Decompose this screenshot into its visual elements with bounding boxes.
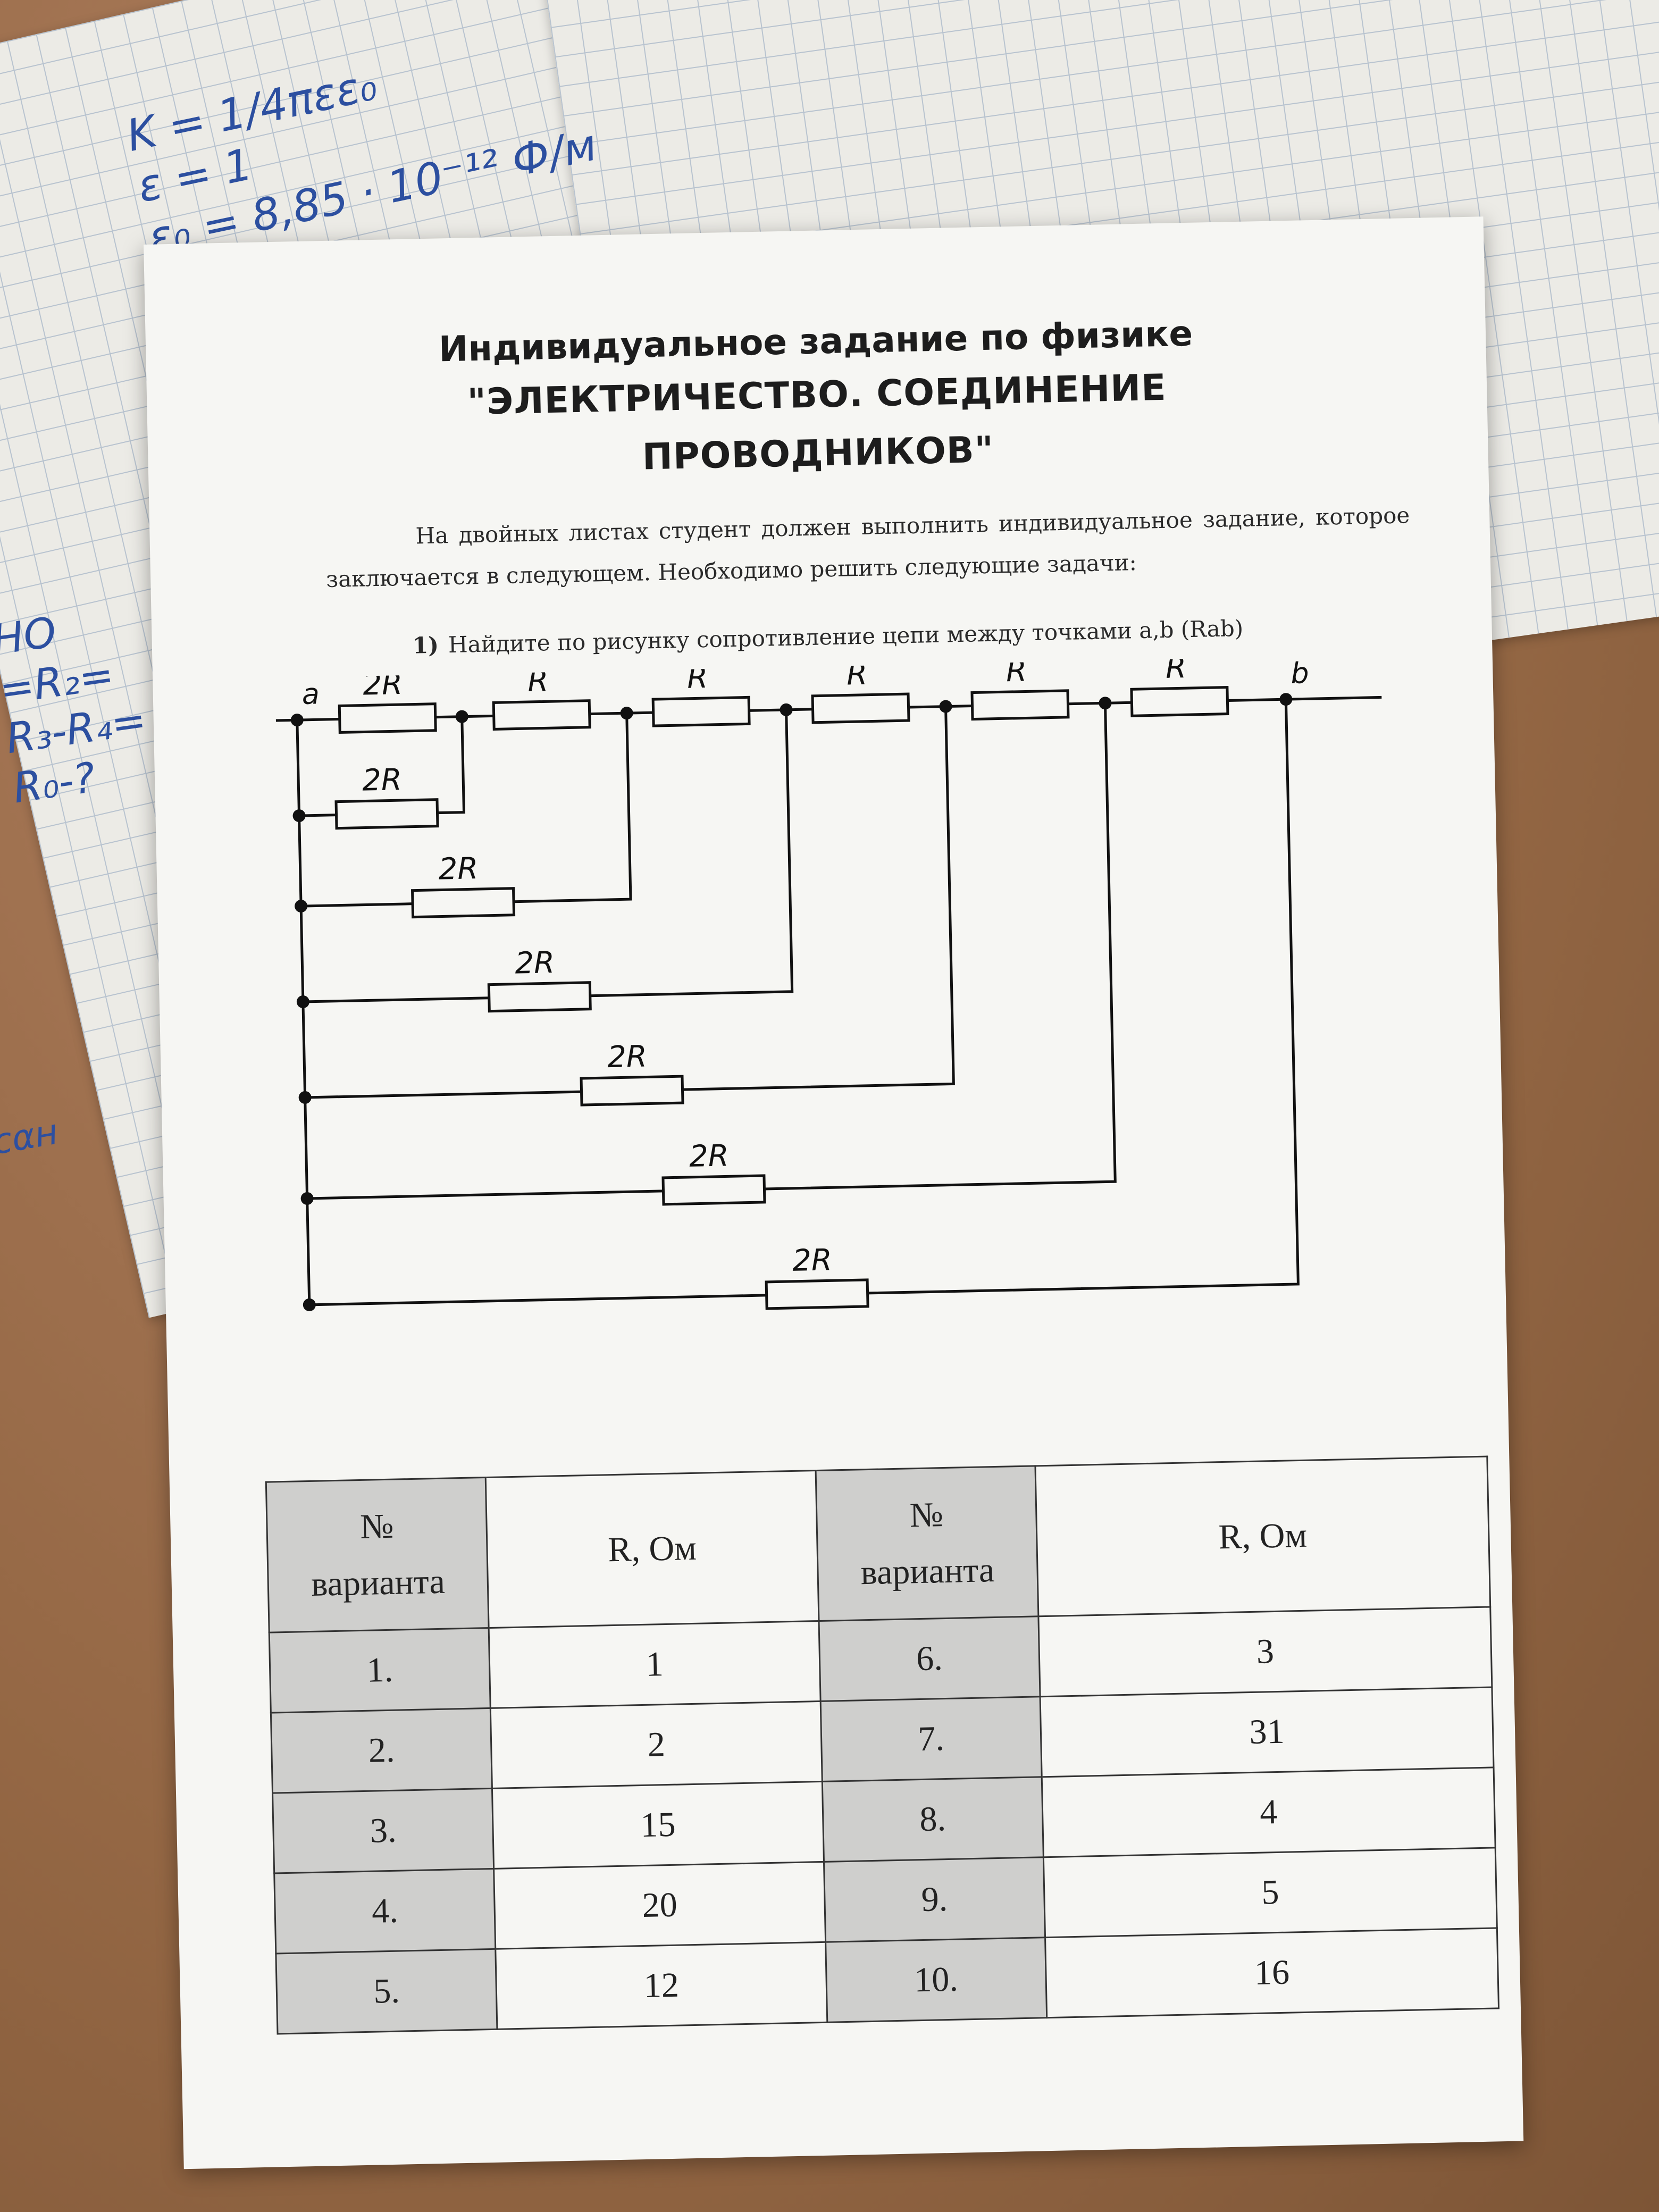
variant-number: 5. [275, 1949, 498, 2034]
branch-label-3: 2R [515, 945, 555, 981]
branch-label-2: 2R [438, 851, 479, 887]
resistance-value: 20 [494, 1862, 826, 1949]
branch-resistor-6 [765, 1278, 869, 1310]
series-resistor-1 [338, 702, 437, 734]
header-r-left: R, Ом [485, 1470, 819, 1628]
series-label-2: R [527, 664, 549, 699]
resistance-value: 15 [492, 1781, 824, 1869]
branch-resistor-1 [334, 798, 439, 830]
variant-number: 3. [272, 1788, 495, 1874]
resistance-value: 12 [496, 1942, 827, 2030]
task-text: Найдите по рисунку сопротивление цепи ме… [448, 615, 1244, 658]
series-resistor-4 [811, 692, 910, 724]
branch-label-5: 2R [689, 1138, 729, 1174]
task-1: 1) Найдите по рисунку сопротивление цепи … [412, 615, 1243, 659]
resistance-value: 1 [489, 1621, 820, 1708]
variant-number: 10. [825, 1937, 1047, 2023]
header-variant-left: № варианта [266, 1477, 489, 1633]
branch-label-4: 2R [607, 1040, 648, 1075]
resistance-value: 3 [1038, 1607, 1492, 1697]
series-label-1: 2R [363, 667, 403, 702]
resistance-value: 16 [1045, 1928, 1499, 2018]
series-label-3: R [687, 660, 708, 696]
node-b-label: b [1291, 656, 1310, 690]
table-header-row: № варианта R, Ом № варианта R, Ом [266, 1456, 1490, 1633]
variant-number: 8. [822, 1777, 1044, 1862]
branch-label-6: 2R [792, 1243, 833, 1278]
variant-number: 7. [820, 1696, 1042, 1782]
assignment-sheet: Индивидуальное задание по физике "ЭЛЕКТР… [144, 216, 1524, 2169]
series-label-6: R [1165, 654, 1186, 685]
document-subtitle-line2: ПРОВОДНИКОВ" [642, 429, 994, 479]
handwritten-notes: HO =R₂= R₃-R₄= R₀-? [0, 608, 149, 813]
series-label-5: R [1006, 654, 1027, 689]
branch-resistor-4 [580, 1075, 684, 1107]
branch-resistor-3 [487, 981, 592, 1013]
resistance-value: 31 [1040, 1687, 1494, 1777]
left-bus-wire [296, 720, 311, 1305]
node-a-dot [290, 714, 304, 727]
variant-number: 4. [274, 1869, 496, 1954]
node-b-dot [1279, 693, 1293, 706]
branch-label-1: 2R [362, 763, 403, 798]
series-label-4: R [847, 657, 868, 692]
node-a-label: a [301, 677, 320, 711]
branch-resistor-5 [661, 1174, 766, 1206]
header-r-right: R, Ом [1035, 1456, 1490, 1616]
header-variant-right: № варианта [815, 1465, 1038, 1621]
resistance-value: 4 [1042, 1767, 1496, 1857]
series-resistor-6 [1130, 685, 1229, 717]
variant-number: 2. [271, 1708, 492, 1794]
variant-number: 6. [818, 1616, 1041, 1702]
resistance-value: 2 [490, 1701, 822, 1789]
task-number: 1) [412, 632, 439, 659]
series-resistor-2 [492, 699, 591, 731]
circuit-diagram: a b 2R R R R R R 2R 2R 2R 2R 2R 2R [275, 654, 1382, 1311]
intro-paragraph: На двойных листах студент должен выполни… [325, 502, 1410, 592]
variant-number: 9. [824, 1857, 1045, 1942]
branch-resistor-2 [410, 887, 516, 919]
variants-table: № варианта R, Ом № варианта R, Ом 1. 1 6… [265, 1456, 1499, 2035]
series-resistor-5 [970, 689, 1070, 721]
series-resistor-3 [651, 696, 751, 727]
variant-number: 1. [269, 1628, 491, 1713]
resistance-value: 5 [1043, 1847, 1497, 1938]
